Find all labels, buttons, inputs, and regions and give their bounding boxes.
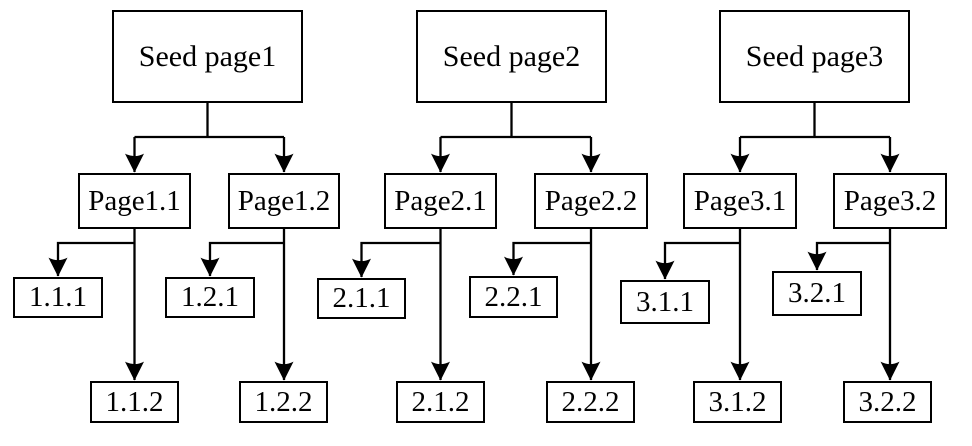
leaf-2-2-1-node: 2.2.1 [469,276,558,318]
page2-2-to-2-2-1-arrow [504,241,591,276]
leaf-1-2-1-node: 1.2.1 [165,277,255,318]
leaf-1-2-2-label: 1.2.2 [254,385,313,418]
page1-2-to-1-2-1-arrow [200,241,284,277]
leaf-2-1-1-label: 2.1.1 [332,282,391,314]
seed2-split-line [440,103,591,139]
page3-2-to-3-2-1-arrow [807,241,890,271]
tree-1-connectors [48,103,294,381]
seed1-split-line [134,103,284,139]
page1-1-to-1-1-1-arrow [48,241,135,277]
seed-page-2-node: Seed page2 [416,10,607,103]
page-2-1-node: Page2.1 [384,173,497,229]
seed-page-3-node: Seed page3 [719,10,910,103]
seed-page-2-label: Seed page2 [442,39,581,73]
leaf-1-1-1-label: 1.1.1 [29,281,87,313]
leaf-2-1-2-label: 2.1.2 [411,385,470,418]
leaf-2-2-2-label: 2.2.2 [561,385,620,418]
page-3-1-label: Page3.1 [693,184,787,217]
leaf-1-1-2-label: 1.1.2 [105,385,164,418]
leaf-3-2-1-label: 3.2.1 [788,277,846,309]
seed-page-1-node: Seed page1 [112,10,303,103]
tree-2-connectors [352,103,601,381]
leaf-3-2-1-node: 3.2.1 [772,271,862,316]
page-3-2-label: Page3.2 [843,184,937,217]
leaf-3-1-2-label: 3.1.2 [708,385,767,418]
page-2-2-label: Page2.2 [544,184,638,217]
page-1-2-label: Page1.2 [237,184,331,217]
page-2-1-label: Page2.1 [394,184,487,217]
leaf-3-1-1-node: 3.1.1 [620,280,710,324]
seed3-split-line [740,103,890,139]
leaf-1-1-1-node: 1.1.1 [13,277,103,318]
leaf-3-1-2-node: 3.1.2 [693,381,782,423]
leaf-1-2-2-node: 1.2.2 [239,381,328,423]
page-3-2-node: Page3.2 [833,173,947,229]
tree-3-connectors [655,103,900,381]
page-2-2-node: Page2.2 [534,173,648,229]
leaf-3-2-2-label: 3.2.2 [858,385,917,418]
page-3-1-node: Page3.1 [683,173,797,229]
seed-page-1-label: Seed page1 [138,39,277,73]
leaf-2-2-1-label: 2.2.1 [484,280,543,313]
leaf-1-2-1-label: 1.2.1 [181,281,239,313]
leaf-1-1-2-node: 1.1.2 [90,381,179,423]
page-1-1-node: Page1.1 [78,173,191,229]
leaf-2-2-2-node: 2.2.2 [546,381,635,423]
page3-1-to-3-1-1-arrow [655,241,740,280]
seed-page-3-label: Seed page3 [745,39,884,73]
leaf-3-2-2-node: 3.2.2 [843,381,932,423]
page-1-1-label: Page1.1 [88,184,181,217]
leaf-3-1-1-label: 3.1.1 [636,285,694,318]
leaf-2-1-1-node: 2.1.1 [317,278,406,319]
page2-1-to-2-1-1-arrow [352,241,441,278]
leaf-2-1-2-node: 2.1.2 [396,381,485,423]
page-1-2-node: Page1.2 [228,173,340,229]
